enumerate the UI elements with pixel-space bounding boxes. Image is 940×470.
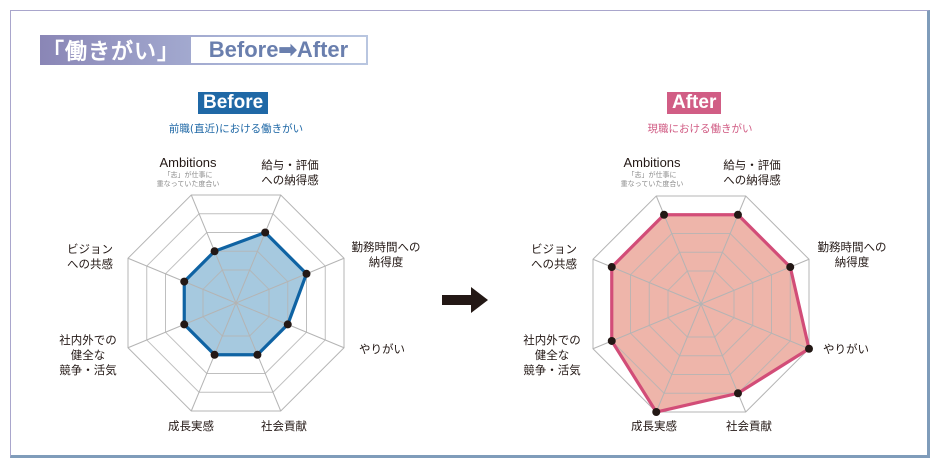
- radar-data-point: [180, 320, 189, 329]
- before-label-competition: 社内外での健全な競争・活気: [59, 333, 117, 377]
- radar-data-point: [660, 210, 669, 219]
- after-badge: After: [667, 92, 722, 114]
- radar-data-point: [652, 408, 661, 416]
- radar-spoke: [655, 303, 702, 413]
- radar-data-point: [786, 263, 795, 272]
- after-label-vision: ビジョンへの共感: [531, 242, 577, 271]
- after-label-salary: 給与・評価への納得感: [723, 158, 781, 187]
- radar-data-point: [210, 247, 219, 256]
- radar-data-point: [805, 344, 813, 353]
- before-label-ambitions: Ambitions 「志」が仕事に 重なっていた度合い: [156, 155, 220, 188]
- after-subtitle: 現職における働きがい: [647, 123, 753, 135]
- title-main: 「働きがい」: [42, 40, 181, 65]
- radar-data-point: [733, 210, 742, 219]
- radar-data-point: [253, 350, 262, 359]
- after-label-growth: 成長実感: [631, 419, 677, 433]
- right-arrow-icon: [442, 287, 488, 313]
- title-banner: 「働きがい」 Before➡After: [40, 35, 368, 65]
- title-sub-box: Before➡After: [191, 37, 366, 63]
- radar-spoke: [235, 194, 282, 304]
- after-label-social: 社会貢献: [726, 419, 772, 433]
- radar-area-fill: [184, 232, 307, 355]
- title-sub: Before➡After: [208, 37, 349, 62]
- radar-area-fill: [611, 214, 809, 412]
- radar-data-point: [302, 269, 311, 278]
- radar-data-point: [607, 263, 616, 272]
- before-subtitle: 前職(直近)における働きがい: [168, 123, 304, 135]
- after-label-hours: 勤務時間への納得度: [817, 240, 887, 269]
- radar-data-point: [210, 350, 219, 359]
- after-label-ambitions: Ambitions 「志」が仕事に 重なっていた度合い: [620, 155, 684, 188]
- after-label-yarigai: やりがい: [823, 342, 869, 356]
- radar-data-point: [283, 320, 292, 329]
- before-label-salary: 給与・評価への納得感: [261, 158, 319, 187]
- before-label-social: 社会貢献: [261, 419, 307, 433]
- radar-spoke: [235, 257, 345, 304]
- before-label-hours: 勤務時間への納得度: [351, 240, 421, 269]
- radar-data-point: [180, 277, 189, 286]
- before-label-growth: 成長実感: [168, 419, 214, 433]
- before-badge: Before: [198, 92, 269, 114]
- before-label-vision: ビジョンへの共感: [67, 242, 113, 271]
- outer-frame: [10, 10, 930, 458]
- radar-data-point: [261, 228, 270, 237]
- radar-spoke: [700, 303, 810, 350]
- after-label-competition: 社内外での健全な競争・活気: [523, 333, 581, 377]
- radar-data-point: [733, 389, 742, 398]
- radar-data-point: [607, 336, 616, 345]
- before-label-yarigai: やりがい: [359, 342, 405, 356]
